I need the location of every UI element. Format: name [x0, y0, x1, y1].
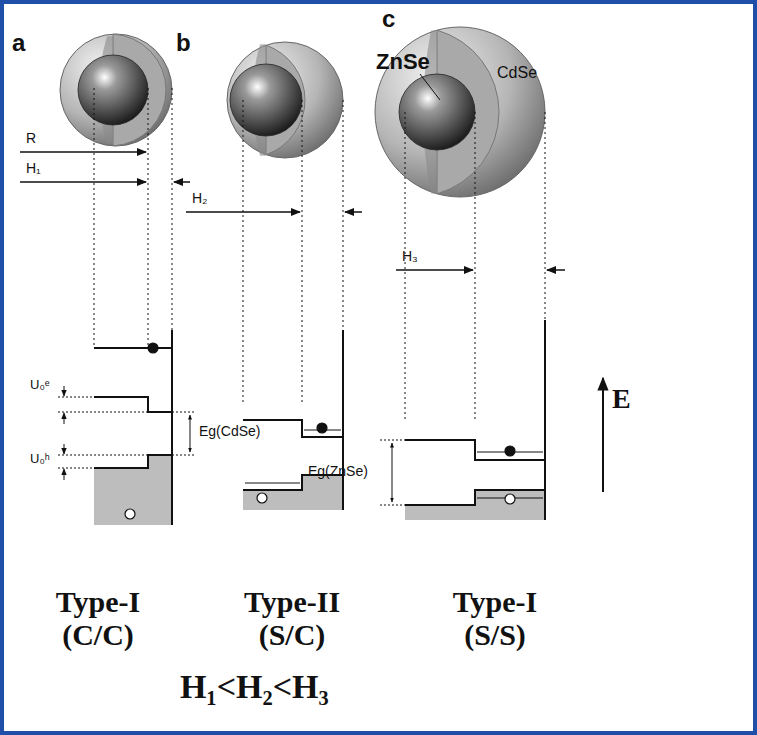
size-arrow	[174, 181, 190, 183]
panel-letter: a	[12, 30, 25, 56]
guide-line	[94, 88, 95, 345]
gap-label: Eg(ZnSe)	[308, 464, 368, 479]
material-label: CdSe	[497, 64, 537, 82]
offset-arrow	[64, 413, 65, 424]
guide-line	[58, 468, 94, 469]
dimension-label: H₂	[192, 191, 208, 206]
electron-dot	[148, 343, 158, 353]
guide-line	[58, 412, 148, 413]
gap-label: Eg(CdSe)	[199, 424, 260, 439]
band-type-label: Type-I (S/S)	[420, 585, 570, 651]
hole-dot	[257, 493, 267, 503]
size-arrow	[345, 211, 362, 213]
conduction-band	[405, 440, 545, 460]
core-shell-sphere	[227, 42, 343, 158]
guide-line	[475, 112, 476, 420]
core-shell-sphere	[60, 34, 172, 146]
guide-line	[405, 112, 406, 420]
guide-line	[380, 505, 405, 506]
band-type-label: Type-I (C/C)	[28, 585, 168, 651]
gap-arrow	[190, 415, 191, 452]
panel-letter: b	[176, 30, 191, 56]
panel-letter: c	[382, 6, 395, 32]
guide-line	[58, 397, 94, 398]
dimension-label: H₁	[26, 161, 41, 176]
size-arrow	[20, 181, 146, 183]
barrier-wall	[342, 330, 344, 510]
electron-level	[94, 347, 172, 349]
hole-dot	[125, 509, 135, 519]
electron-dot	[505, 446, 515, 456]
energy-axis-arrow	[602, 378, 604, 492]
band-type-label: Type-II (S/C)	[212, 585, 372, 651]
dimension-label: H₃	[402, 249, 418, 264]
guide-line	[172, 412, 196, 413]
material-label: ZnSe	[376, 50, 430, 74]
conduction-band	[94, 397, 172, 412]
guide-line	[58, 455, 148, 456]
barrier-wall	[171, 330, 173, 525]
leader-line	[420, 74, 440, 100]
dimension-label: R	[26, 131, 36, 146]
valence-band	[405, 490, 545, 505]
guide-line	[148, 88, 149, 345]
electron-dot	[317, 423, 327, 433]
axis-label: E	[612, 384, 631, 415]
radius-arrow	[20, 151, 146, 153]
guide-line	[243, 100, 244, 405]
size-arrow	[547, 269, 565, 271]
guide-line	[302, 100, 303, 405]
valence-band-fill	[94, 455, 172, 525]
size-relation: H₁<H₂<H₃	[180, 668, 329, 705]
valence-band-fill	[405, 490, 545, 520]
hole-level	[245, 483, 300, 484]
guide-line	[172, 455, 196, 456]
size-arrow	[396, 269, 473, 271]
core-shell-sphere	[375, 27, 545, 197]
hole-dot	[505, 494, 515, 504]
size-arrow	[186, 211, 300, 213]
guide-line	[380, 440, 405, 441]
offset-arrow	[64, 469, 65, 480]
offset-label: U₀ᵉ	[30, 378, 50, 392]
valence-band	[94, 455, 172, 468]
offset-arrow	[64, 386, 65, 396]
valence-band-fill	[243, 475, 343, 510]
guide-line	[172, 88, 173, 345]
offset-arrow	[64, 444, 65, 454]
offset-label: U₀ʰ	[30, 452, 50, 466]
gap-arrow	[392, 443, 393, 502]
